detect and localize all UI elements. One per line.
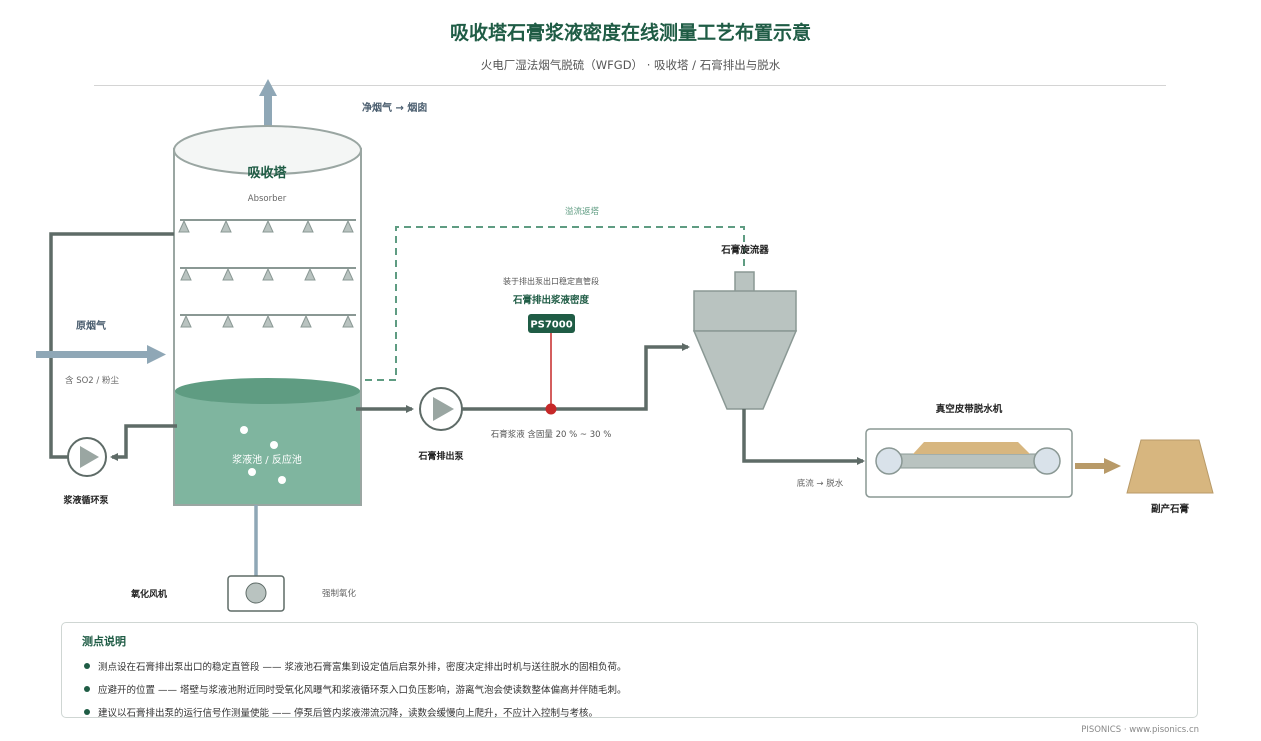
roller-icon bbox=[875, 447, 903, 475]
circulation-pump bbox=[67, 437, 107, 477]
discharge-pump-label: 石膏排出泵 bbox=[417, 450, 464, 462]
underflow-pipe bbox=[742, 409, 865, 465]
notes-title: 测点说明 bbox=[82, 635, 126, 648]
raw-gas-label: 原烟气 bbox=[76, 319, 106, 332]
notes-panel: 测点说明 测点设在石膏排出泵出口的稳定直管段 —— 浆液池石膏富集到设定值后启泵… bbox=[61, 622, 1198, 719]
overflow-label: 溢流返塔 bbox=[565, 206, 600, 217]
vacuum-belt-filter bbox=[865, 428, 1073, 498]
spray-headers bbox=[178, 219, 356, 328]
page-subtitle: 火电厂湿法烟气脱硫（WFGD） · 吸收塔 / 石膏排出与脱水 bbox=[480, 58, 781, 72]
list-item: 测点设在石膏排出泵出口的稳定直管段 —— 浆液池石膏富集到设定值后启泵外排，密度… bbox=[84, 659, 627, 673]
discharge-pump bbox=[419, 387, 463, 431]
blower-label: 氧化风机 bbox=[130, 588, 167, 600]
pump-icon bbox=[80, 446, 99, 468]
spray-nozzle-icons bbox=[178, 219, 354, 328]
gypsum-label: 副产石膏 bbox=[1151, 503, 1190, 515]
bullet-icon bbox=[84, 663, 90, 669]
forced-oxidation-label: 强制氧化 bbox=[322, 588, 357, 599]
list-item: 建议以石膏排出泵的运行信号作测量使能 —— 停泵后管内浆液滞流沉降，读数会缓慢向… bbox=[84, 705, 598, 719]
bubble-icon bbox=[248, 468, 256, 476]
overflow-return-line bbox=[360, 226, 745, 381]
underflow-label: 底流 → 脱水 bbox=[797, 478, 844, 489]
clean-gas-outlet-arrow bbox=[259, 79, 277, 126]
absorber-label: 吸收塔 bbox=[247, 165, 287, 181]
cyclone-label: 石膏旋流器 bbox=[720, 244, 769, 256]
bubble-icon bbox=[270, 441, 278, 449]
belt-filter-label: 真空皮带脱水机 bbox=[936, 403, 1003, 415]
bullet-icon bbox=[84, 686, 90, 692]
list-item: 应避开的位置 —— 塔壁与浆液池附近同时受氧化风曝气和浆液循环泵入口负压影响，游… bbox=[84, 682, 627, 696]
density-meter bbox=[528, 314, 575, 415]
note-text: 测点设在石膏排出泵出口的稳定直管段 —— 浆液池石膏富集到设定值后启泵外排，密度… bbox=[98, 662, 627, 673]
circulation-pump-label: 浆液循环泵 bbox=[62, 494, 109, 506]
pump-icon bbox=[433, 397, 454, 421]
raw-gas-note: 含 SO2 / 粉尘 bbox=[65, 375, 119, 386]
hydrocyclone bbox=[692, 271, 798, 410]
page-title: 吸收塔石膏浆液密度在线测量工艺布置示意 bbox=[449, 22, 811, 44]
header-divider bbox=[94, 85, 1166, 86]
bubble-icon bbox=[240, 426, 248, 434]
meter-title: 石膏排出浆液密度 bbox=[512, 294, 590, 306]
absorber-en-label: Absorber bbox=[248, 194, 287, 204]
note-text: 建议以石膏排出泵的运行信号作测量使能 —— 停泵后管内浆液滞流沉降，读数会缓慢向… bbox=[98, 708, 599, 719]
oxidation-blower bbox=[227, 505, 285, 612]
note-text: 应避开的位置 —— 塔壁与浆液池附近同时受氧化风曝气和浆液循环泵入口负压影响，游… bbox=[98, 685, 627, 696]
raw-gas-inlet-arrow bbox=[36, 345, 166, 364]
clean-gas-label: 净烟气 → 烟囱 bbox=[362, 101, 427, 114]
measurement-point-icon bbox=[545, 403, 557, 415]
slurry-pool-label: 浆液池 / 反应池 bbox=[232, 453, 302, 466]
solids-note: 石膏浆液 含固量 20 % ~ 30 % bbox=[491, 429, 612, 440]
install-note: 装于排出泵出口稳定直管段 bbox=[503, 276, 599, 286]
discharge-pipe bbox=[356, 343, 690, 413]
footer-brand: PISONICS · www.pisonics.cn bbox=[1081, 725, 1199, 735]
circulation-pipe bbox=[49, 232, 177, 461]
gypsum-pile bbox=[1126, 439, 1214, 494]
bullet-icon bbox=[84, 709, 90, 715]
gypsum-output-arrow bbox=[1075, 458, 1121, 474]
bubble-icon bbox=[278, 476, 286, 484]
blower-icon bbox=[245, 582, 267, 604]
meter-tag: PS7000 bbox=[530, 320, 572, 331]
roller-icon bbox=[1033, 447, 1061, 475]
